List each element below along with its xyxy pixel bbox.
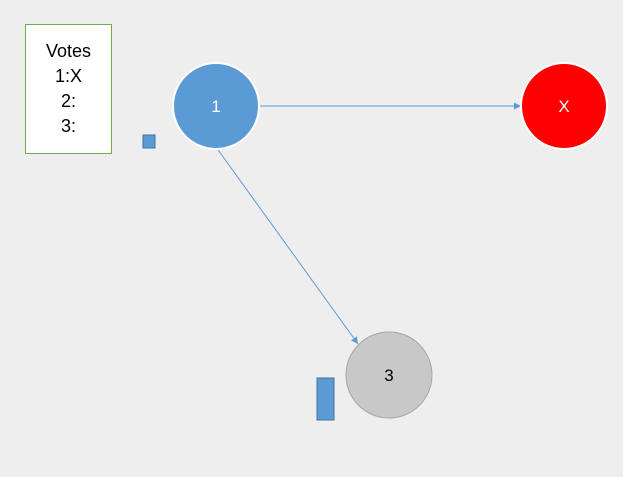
votes-title: Votes xyxy=(45,41,92,61)
node-3-label: 3 xyxy=(384,366,393,385)
vote-line-2: 2: xyxy=(60,91,76,111)
node-x-circle xyxy=(520,62,608,150)
small-square-marker xyxy=(142,134,156,149)
vote-line-3: 3: xyxy=(60,116,76,136)
node-x-label: X xyxy=(558,97,569,116)
tall-bar-marker xyxy=(316,377,335,421)
node-1-label: 1 xyxy=(211,97,220,116)
edge-1-to-3 xyxy=(215,146,359,345)
node-3-circle xyxy=(345,331,433,419)
vote-line-1: 1:X xyxy=(54,66,83,86)
node-x: X xyxy=(520,62,608,150)
node-1-circle xyxy=(172,62,260,150)
node-1: 1 xyxy=(172,62,260,150)
node-3: 3 xyxy=(345,331,433,419)
votes-box: Votes 1:X 2: 3: xyxy=(25,24,112,154)
